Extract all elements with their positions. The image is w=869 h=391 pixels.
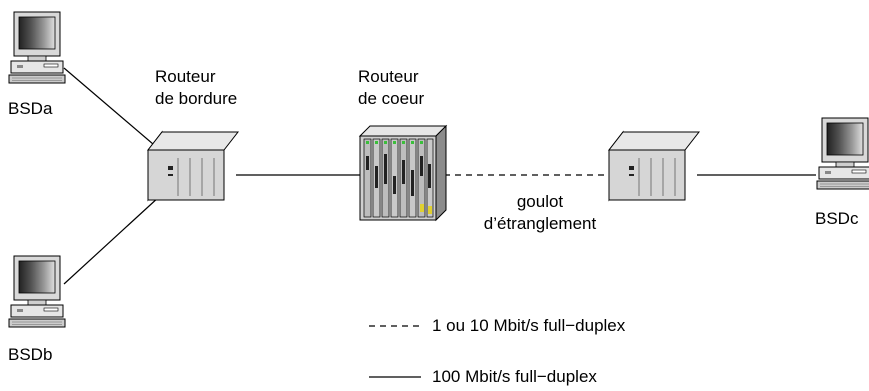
core-router-icon: [358, 124, 448, 222]
legend-solid-label: 100 Mbit/s full−duplex: [432, 367, 597, 386]
bsda-computer-icon: [8, 11, 66, 84]
bsdc-label: BSDc: [815, 209, 859, 228]
bsdb-computer-icon: [8, 255, 66, 328]
right-router-icon: [608, 131, 700, 201]
bottleneck-label-line2: d’étranglement: [483, 214, 597, 233]
edge-router-label-line1: Routeur: [155, 67, 216, 86]
core-router-label-line1: Routeur: [358, 67, 419, 86]
edge-router-label-line2: de bordure: [155, 89, 238, 108]
bottleneck-label-line1: goulot: [516, 192, 564, 211]
bsda-label: BSDa: [8, 99, 53, 118]
edge-router-icon: [147, 131, 239, 201]
link-bsdb-edge: [63, 195, 161, 285]
bsdb-label: BSDb: [8, 345, 53, 364]
link-bsda-edge: [63, 67, 161, 151]
legend-dashed-label: 1 ou 10 Mbit/s full−duplex: [432, 316, 626, 335]
core-router-label-line2: de coeur: [358, 89, 425, 108]
bsdc-computer-icon: [816, 117, 869, 190]
